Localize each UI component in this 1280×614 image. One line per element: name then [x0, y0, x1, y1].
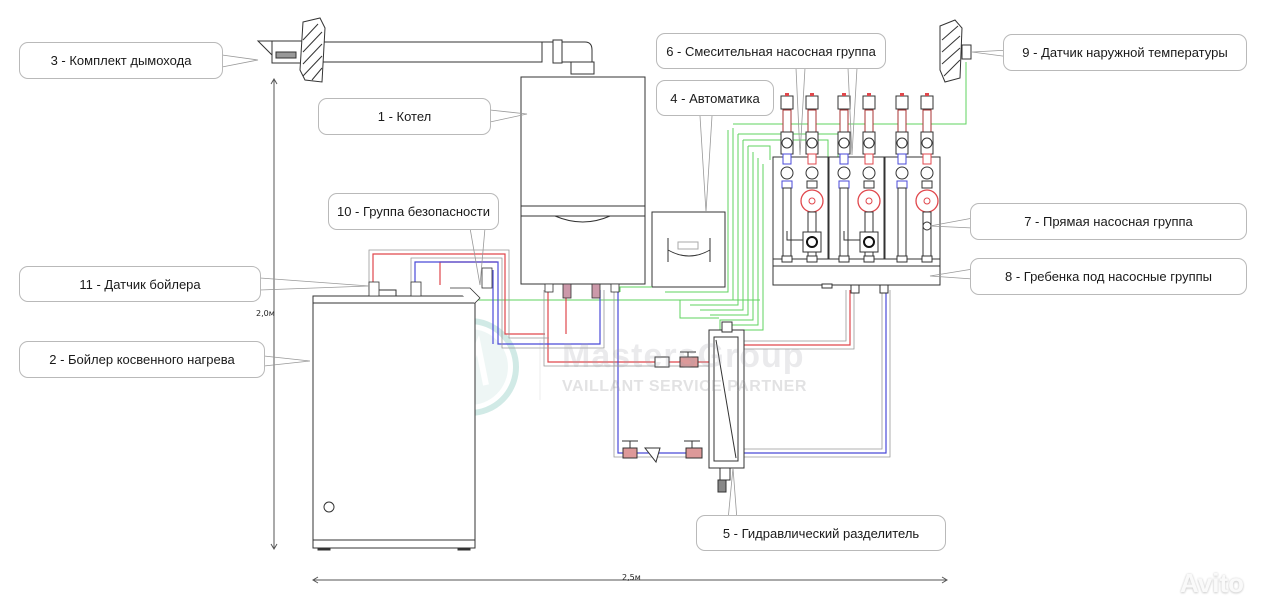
gas-boiler-drawing	[520, 76, 646, 285]
callout-flue-kit: 3 - Комплект дымохода	[19, 42, 223, 79]
return-pipes	[414, 261, 887, 454]
width-dimension-label: 2,5м	[622, 573, 641, 582]
union-nut	[896, 180, 908, 189]
manifold-connector	[806, 255, 818, 263]
pressure-gauge-icon	[837, 166, 851, 180]
automation-controller-drawing	[651, 211, 726, 288]
pipe-window	[781, 137, 793, 149]
pipe-segment	[897, 187, 907, 259]
mixing-valve-knob	[806, 236, 818, 248]
boiler-fittings	[368, 267, 620, 304]
fitting	[864, 153, 874, 165]
shutoff-valve	[897, 109, 907, 133]
fitting	[922, 153, 932, 165]
pipe-window	[896, 137, 908, 149]
union-nut	[921, 180, 933, 189]
shutoff-valve	[839, 109, 849, 133]
circulation-pump-icon	[857, 189, 881, 213]
callout-safety-group: 10 - Группа безопасности	[328, 193, 499, 230]
callout-boiler-unit: 1 - Котел	[318, 98, 491, 135]
air-vent-cap	[785, 93, 789, 96]
air-vent-cap	[842, 93, 846, 96]
callout-hydraulic-separator: 5 - Гидравлический разделитель	[696, 515, 946, 551]
pump-rotor	[808, 197, 816, 205]
mixing-valve-knob	[863, 236, 875, 248]
flue-kit-drawing	[256, 17, 595, 83]
pressure-gauge-icon	[805, 166, 819, 180]
leader-lines	[221, 49, 1011, 521]
pump-groups-drawing	[772, 156, 941, 294]
pipe-window	[838, 137, 850, 149]
shutoff-valve	[922, 109, 932, 133]
pump-rotor	[865, 197, 873, 205]
manifold-connector	[863, 255, 875, 263]
pipe-window	[806, 137, 818, 149]
air-vent	[895, 95, 909, 110]
pipe-window	[863, 137, 875, 149]
fitting	[897, 153, 907, 165]
air-vent-cap	[925, 93, 929, 96]
union-nut	[838, 180, 850, 189]
circulation-pump-icon	[800, 189, 824, 213]
callout-direct-pump-group: 7 - Прямая насосная группа	[970, 203, 1247, 240]
shutoff-valve	[864, 109, 874, 133]
fitting	[839, 153, 849, 165]
union-nut	[863, 180, 875, 189]
check-valve-icon	[922, 221, 932, 231]
height-dimension-line	[270, 78, 278, 550]
pipe-segment	[839, 187, 849, 259]
pressure-gauge-icon	[862, 166, 876, 180]
manifold-connector	[838, 255, 850, 263]
pressure-gauge-icon	[895, 166, 909, 180]
shutoff-valve	[782, 109, 792, 133]
height-dimension-label: 2,0м	[256, 309, 275, 318]
indirect-boiler-drawing	[312, 289, 476, 551]
air-vent	[920, 95, 934, 110]
union-nut	[806, 180, 818, 189]
air-vent	[780, 95, 794, 110]
callout-boiler-sensor: 11 - Датчик бойлера	[19, 266, 261, 302]
air-vent	[862, 95, 876, 110]
air-vent	[805, 95, 819, 110]
circulation-pump-icon	[915, 189, 939, 213]
callout-manifold: 8 - Гребенка под насосные группы	[970, 258, 1247, 295]
callout-indirect-boiler: 2 - Бойлер косвенного нагрева	[19, 341, 265, 378]
callout-automation: 4 - Автоматика	[656, 80, 774, 116]
avito-logo: Avito	[1180, 568, 1245, 598]
watermark-brand: MastersGroup	[562, 337, 805, 375]
callout-outdoor-sensor: 9 - Датчик наружной температуры	[1003, 34, 1247, 71]
bypass-pipe	[786, 231, 803, 241]
outdoor-sensor-drawing	[939, 19, 972, 83]
air-vent-cap	[810, 93, 814, 96]
pump-rotor	[923, 197, 931, 205]
air-vent	[837, 95, 851, 110]
pipe-segment	[922, 211, 932, 259]
shutoff-valve	[807, 109, 817, 133]
manifold-connector	[781, 255, 793, 263]
pipe-segment	[782, 187, 792, 259]
callout-mixing-pump-group: 6 - Смесительная насосная группа	[656, 33, 886, 69]
pressure-gauge-icon	[780, 166, 794, 180]
pipe-window	[921, 137, 933, 149]
manifold-connector	[896, 255, 908, 263]
bypass-pipe	[843, 231, 860, 241]
hydraulic-separator-drawing	[622, 321, 745, 493]
air-vent-cap	[867, 93, 871, 96]
manifold-connector	[921, 255, 933, 263]
width-dimension-line	[312, 576, 948, 584]
air-vent-cap	[900, 93, 904, 96]
union-nut	[781, 180, 793, 189]
fitting	[782, 153, 792, 165]
pressure-gauge-icon	[920, 166, 934, 180]
watermark-tagline: VAILLANT SERVICE PARTNER	[562, 378, 807, 395]
fitting	[807, 153, 817, 165]
